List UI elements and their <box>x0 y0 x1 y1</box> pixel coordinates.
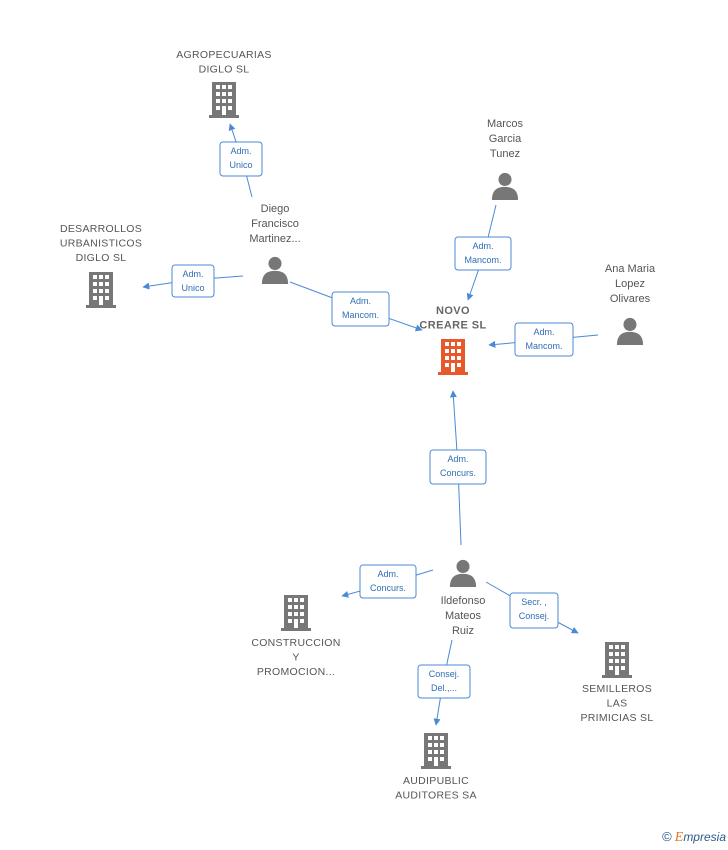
edges <box>142 123 599 726</box>
node-agro[interactable]: AGROPECUARIAS DIGLO SL <box>176 49 272 118</box>
node-label: NOVO <box>436 305 470 317</box>
person-icon <box>449 559 477 587</box>
relation-box <box>219 141 263 177</box>
node-label: Diego <box>261 203 290 215</box>
relation-box <box>509 592 559 629</box>
node-construccion[interactable]: CONSTRUCCION Y PROMOCION... <box>251 595 340 678</box>
person-icon <box>261 256 289 284</box>
relation-text: Concurs. <box>440 468 476 478</box>
node-diego[interactable]: DiegoFranciscoMartinez... <box>249 203 301 284</box>
node-label: CREARE SL <box>419 320 486 332</box>
building-icon <box>438 339 468 375</box>
relation-text: Adm. <box>230 146 251 156</box>
relation-text: Adm. <box>350 296 371 306</box>
relation-text: Adm. <box>182 269 203 279</box>
node-label: Lopez <box>615 278 645 290</box>
node-label: Y <box>292 652 299 664</box>
node-label: DIGLO SL <box>76 252 127 264</box>
node-label: DIGLO SL <box>199 64 250 76</box>
relation-label-ildefonso-construccion[interactable]: Adm. Concurs. <box>359 564 417 599</box>
relation-label-diego-agro[interactable]: Adm. Unico <box>219 141 263 177</box>
node-label: PROMOCION... <box>257 666 335 678</box>
building-icon <box>86 272 116 308</box>
node-label: Mateos <box>445 610 482 622</box>
copyright-symbol: © <box>662 829 672 844</box>
node-novo[interactable]: NOVO CREARE SL <box>419 305 486 375</box>
relation-label-ildefonso-semilleros[interactable]: Secr. , Consej. <box>509 592 559 629</box>
relation-label-ildefonso-audipublic[interactable]: Consej. Del.,... <box>417 664 471 699</box>
building-icon <box>281 595 311 631</box>
node-label: Ana Maria <box>605 263 656 275</box>
relation-label-ildefonso-novo[interactable]: Adm. Concurs. <box>429 449 487 485</box>
relation-label-marcos-novo[interactable]: Adm. Mancom. <box>454 236 512 271</box>
relation-text: Mancom. <box>464 255 501 265</box>
brand-initial: E <box>674 830 684 845</box>
relation-text: Adm. <box>472 241 493 251</box>
building-icon <box>421 733 451 769</box>
node-label: AUDITORES SA <box>395 790 477 802</box>
footer-brand: ©Empresia <box>662 829 726 846</box>
node-label: Ildefonso <box>441 595 486 607</box>
node-label: Marcos <box>487 118 524 130</box>
relation-box <box>454 236 512 271</box>
building-icon <box>209 82 239 118</box>
building-icon <box>602 642 632 678</box>
node-label: Tunez <box>490 148 520 160</box>
relation-label-diego-novo[interactable]: Adm. Mancom. <box>331 291 390 327</box>
brand-name: mpresia <box>683 830 726 844</box>
node-audipublic[interactable]: AUDIPUBLIC AUDITORES SA <box>395 733 477 802</box>
node-label: AGROPECUARIAS <box>176 49 272 61</box>
relation-box <box>359 564 417 599</box>
relation-label-diego-desarrollos[interactable]: Adm. Unico <box>171 264 215 298</box>
relation-text: Adm. <box>533 327 554 337</box>
node-label: Francisco <box>251 218 299 230</box>
relation-text: Consej. <box>519 611 550 621</box>
relation-text: Mancom. <box>342 310 379 320</box>
relation-text: Adm. <box>447 454 468 464</box>
relation-text: Del.,... <box>431 683 457 693</box>
relation-text: Secr. , <box>521 597 547 607</box>
node-label: SEMILLEROS <box>582 683 652 695</box>
node-label: CONSTRUCCION <box>251 637 340 649</box>
node-label: LAS <box>607 698 628 710</box>
relation-text: Consej. <box>429 669 460 679</box>
relation-labels: Adm.UnicoAdm.UnicoAdm.Mancom.Adm.Mancom.… <box>171 141 574 699</box>
relation-text: Concurs. <box>370 583 406 593</box>
relation-box <box>429 449 487 485</box>
relation-box <box>171 264 215 298</box>
relation-box <box>331 291 390 327</box>
relation-text: Unico <box>181 283 204 293</box>
person-icon <box>491 172 519 200</box>
node-label: DESARROLLOS <box>60 223 142 235</box>
node-semilleros[interactable]: SEMILLEROS LAS PRIMICIAS SL <box>580 642 653 724</box>
node-label: Ruiz <box>452 625 474 637</box>
node-label: URBANISTICOS <box>60 238 142 250</box>
node-desarrollos[interactable]: DESARROLLOS URBANISTICOS DIGLO SL <box>60 223 142 308</box>
node-label: PRIMICIAS SL <box>580 712 653 724</box>
node-label: Garcia <box>489 133 522 145</box>
relation-text: Adm. <box>377 569 398 579</box>
node-label: AUDIPUBLIC <box>403 775 469 787</box>
relation-box <box>417 664 471 699</box>
relation-box <box>514 322 574 357</box>
node-label: Olivares <box>610 293 651 305</box>
relation-label-ana-novo[interactable]: Adm. Mancom. <box>514 322 574 357</box>
person-icon <box>616 317 644 345</box>
relation-text: Mancom. <box>525 341 562 351</box>
node-label: Martinez... <box>249 233 300 245</box>
relation-text: Unico <box>229 160 252 170</box>
